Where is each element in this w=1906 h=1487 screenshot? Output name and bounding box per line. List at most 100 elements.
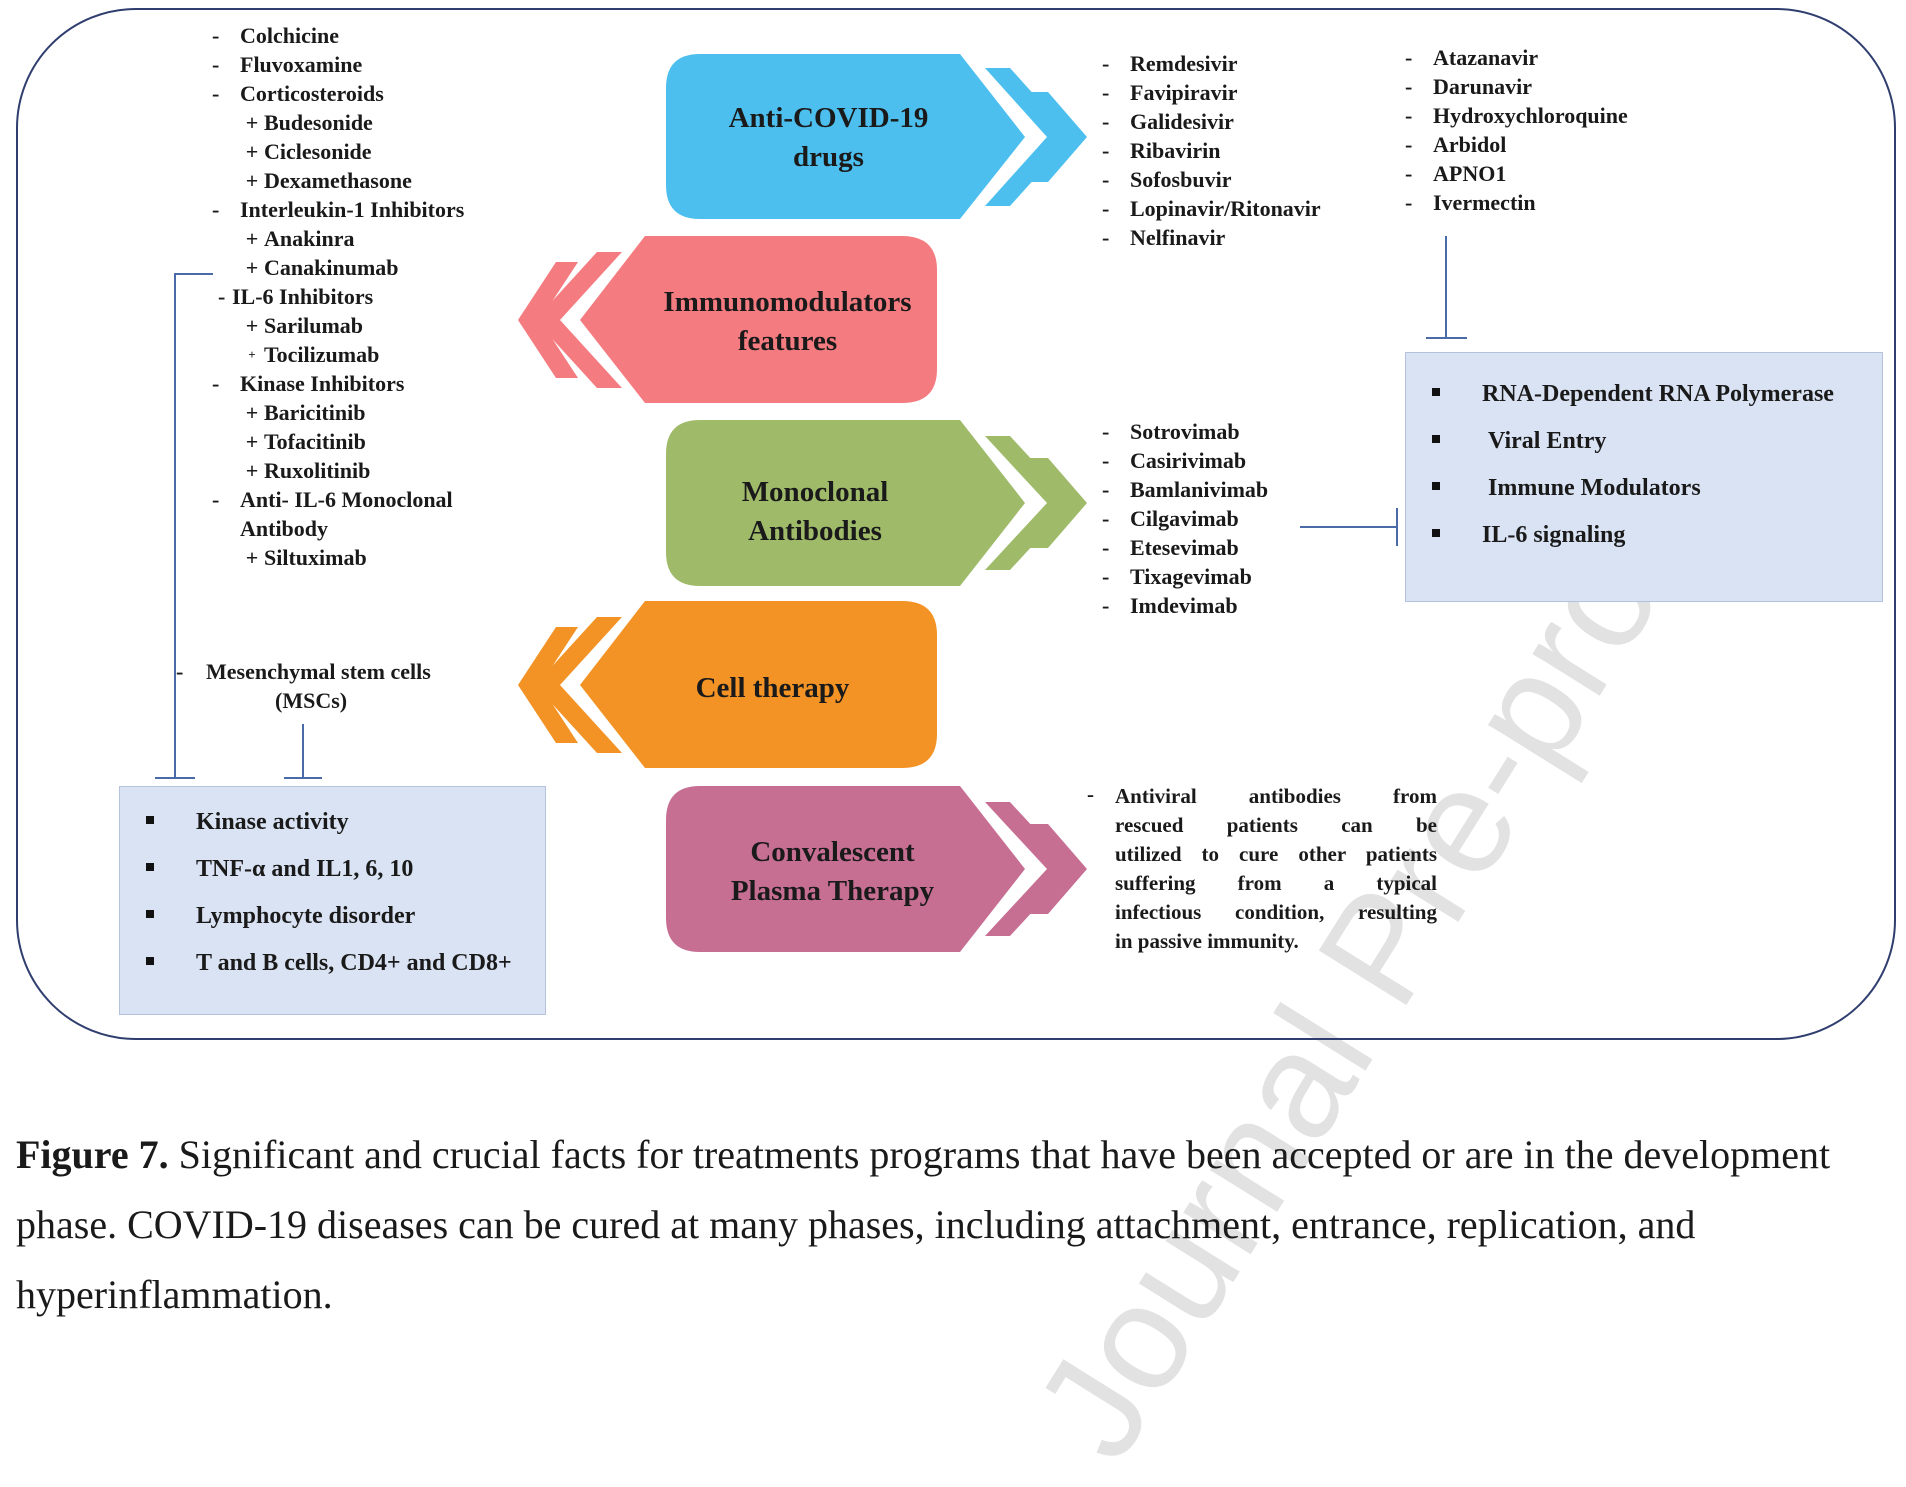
list-item: -Interleukin-1 Inhibitors <box>212 197 465 222</box>
monoclonal-chevron-2 <box>1030 458 1087 548</box>
msc-line2: (MSCs) <box>275 688 348 713</box>
list-item: +Budesonide <box>245 110 373 135</box>
list-item: -Hydroxychloroquine <box>1405 103 1628 128</box>
list-item: -Ribavirin <box>1102 138 1221 163</box>
list-item: -Remdesivir <box>1102 51 1238 76</box>
immunomodulators-label: Immunomodulators features <box>630 283 945 361</box>
other-drug-list: -Atazanavir -Darunavir -Hydroxychloroqui… <box>1405 43 1628 217</box>
list-item: -Galidesivir <box>1102 109 1234 134</box>
list-item: -Nelfinavir <box>1102 225 1226 250</box>
monoclonal-antibody-list: -Sotrovimab -Casirivimab -Bamlanivimab -… <box>1102 417 1268 620</box>
monoclonal-label-line2: Antibodies <box>748 515 882 547</box>
cell-therapy-chevron-2 <box>518 627 578 743</box>
list-item: +Tocilizumab <box>248 342 380 367</box>
list-item: +Dexamethasone <box>245 168 412 193</box>
list-item: +Sarilumab <box>245 313 364 338</box>
monoclonal-label: Monoclonal Antibodies <box>680 473 950 551</box>
list-item: Lymphocyte disorder <box>146 903 545 950</box>
anti-covid-shape <box>666 54 1087 219</box>
anti-covid-body <box>666 54 1025 219</box>
list-item: Antibody <box>240 516 329 541</box>
list-item: -Favipiravir <box>1102 80 1238 105</box>
cell-therapy-label-line1: Cell therapy <box>695 672 850 704</box>
connector-left-bracket <box>174 273 213 778</box>
left-mechanism-box: Kinase activity TNF-α and IL1, 6, 10 Lym… <box>119 786 546 1015</box>
immunomodulators-chevron-2 <box>518 262 578 378</box>
list-item: +Baricitinib <box>245 400 366 425</box>
list-item: -Fluvoxamine <box>212 52 363 77</box>
connectors <box>155 236 1467 779</box>
right-mechanism-box: RNA-Dependent RNA Polymerase Viral Entry… <box>1405 352 1883 602</box>
list-item: +Ruxolitinib <box>245 458 371 483</box>
monoclonal-chevron-1 <box>985 436 1072 570</box>
antiviral-drug-list: -Remdesivir -Favipiravir -Galidesivir -R… <box>1102 49 1321 252</box>
list-item: -Etesevimab <box>1102 535 1239 560</box>
immunomodulator-drug-list: -Colchicine -Fluvoxamine -Corticosteroid… <box>212 21 464 572</box>
left-mechanism-list: Kinase activity TNF-α and IL1, 6, 10 Lym… <box>146 809 545 997</box>
list-item: -Colchicine <box>212 23 339 48</box>
anti-covid-chevron-2 <box>1030 92 1087 182</box>
list-item: IL-6 signaling <box>1432 522 1882 569</box>
list-item: -IL-6 Inhibitors <box>218 284 374 309</box>
list-item: +Ciclesonide <box>245 139 372 164</box>
bullet-icon <box>1432 388 1440 397</box>
diagram-shapes <box>155 54 1467 952</box>
list-item: Immune Modulators <box>1432 475 1882 522</box>
immunomodulators-label-line2: features <box>737 325 838 357</box>
figure-caption: Figure 7. Significant and crucial facts … <box>16 1120 1836 1330</box>
caption-label: Figure 7. <box>16 1132 169 1177</box>
cell-therapy-label: Cell therapy <box>640 669 905 708</box>
bullet-icon <box>146 910 154 919</box>
list-item: -Cilgavimab <box>1102 506 1239 531</box>
bullet-icon <box>146 957 154 966</box>
list-item: -Corticosteroids <box>212 81 384 106</box>
monoclonal-shape <box>666 420 1087 586</box>
list-item: -Ivermectin <box>1405 190 1536 215</box>
msc-line1: -Mesenchymal stem cells <box>176 659 431 684</box>
diagram-frame <box>16 8 1896 1040</box>
immunomodulators-shape <box>518 236 937 403</box>
plasma-chevron-1 <box>985 802 1072 936</box>
bullet-icon <box>1432 529 1440 538</box>
list-item: +Siltuximab <box>245 545 367 570</box>
list-item: -Tixagevimab <box>1102 564 1252 589</box>
list-item: -Atazanavir <box>1405 45 1539 70</box>
list-item: -Bamlanivimab <box>1102 477 1269 502</box>
plasma-chevron-2 <box>1030 824 1087 914</box>
list-item: TNF-α and IL1, 6, 10 <box>146 856 545 903</box>
anti-covid-label: Anti-COVID-19 drugs <box>686 99 971 177</box>
immunomodulators-label-line1: Immunomodulators <box>663 286 912 318</box>
plasma-label: Convalescent Plasma Therapy <box>690 833 975 911</box>
bullet-icon <box>1432 482 1440 491</box>
bullet-icon <box>1432 435 1440 444</box>
caption-text: Significant and crucial facts for treatm… <box>16 1132 1831 1317</box>
list-item: T and B cells, CD4+ and CD8+ <box>146 950 545 997</box>
plasma-label-line2: Plasma Therapy <box>730 875 935 907</box>
list-item: +Anakinra <box>245 226 355 251</box>
immunomodulators-chevron-1 <box>535 252 622 388</box>
list-item: +Canakinumab <box>245 255 399 280</box>
list-item: RNA-Dependent RNA Polymerase <box>1432 381 1882 428</box>
plasma-description-text: Antiviral antibodies from rescued patien… <box>1115 784 1437 953</box>
anti-covid-label-line1: Anti-COVID-19 <box>728 102 929 134</box>
anti-covid-label-line2: drugs <box>793 141 864 173</box>
bullet-icon <box>146 863 154 872</box>
plasma-body <box>666 786 1025 952</box>
monoclonal-label-line1: Monoclonal <box>741 476 889 508</box>
cell-therapy-chevron-1 <box>535 617 622 753</box>
list-item: -Sotrovimab <box>1102 419 1240 444</box>
list-item: +Tofacitinib <box>245 429 366 454</box>
list-item: Kinase activity <box>146 809 545 856</box>
plasma-label-line1: Convalescent <box>750 836 915 868</box>
list-item: -Darunavir <box>1405 74 1532 99</box>
anti-covid-chevron-1 <box>985 68 1072 206</box>
list-item: -Kinase Inhibitors <box>212 371 405 396</box>
monoclonal-body <box>666 420 1025 586</box>
immunomodulators-body <box>580 236 937 403</box>
cell-therapy-shape <box>518 601 937 768</box>
list-item: -Casirivimab <box>1102 448 1247 473</box>
plasma-description: - Antiviral antibodies from rescued pati… <box>1087 782 1437 956</box>
cell-therapy-body <box>580 601 937 768</box>
right-mechanism-list: RNA-Dependent RNA Polymerase Viral Entry… <box>1432 381 1882 569</box>
bullet-icon <box>146 816 154 825</box>
